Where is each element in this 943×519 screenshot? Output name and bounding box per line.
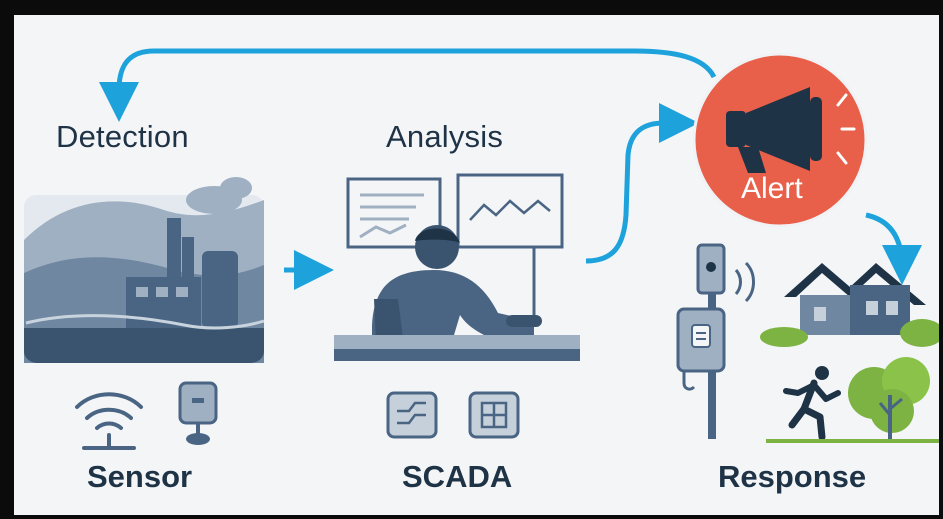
analysis-title: Analysis [386,119,504,154]
alert-to-response-arrow-icon [865,212,922,285]
scada-label: SCADA [402,459,513,494]
megaphone-icon [726,87,856,173]
operator-workstation-icon [334,173,580,361]
chart-panel-icon [386,391,438,439]
feedback-arrow-icon [99,48,717,122]
grid-panel-icon [468,391,520,439]
sensor-label: Sensor [87,459,193,494]
wifi-sensor-icon [75,392,143,450]
sensor-box-icon [178,381,218,445]
running-person-icon [783,366,841,441]
alert-label: Alert [741,172,803,205]
factory-scene-icon [24,177,265,363]
detection-title: Detection [56,119,189,154]
pole-sensor-icon [676,243,755,439]
house-icon [760,263,939,347]
diagram-canvas: Detection Analysis Alert Sensor SCADA Re… [14,15,939,515]
diagram-graphics [24,48,939,450]
response-label: Response [718,459,867,494]
analysis-to-alert-arrow-icon [585,103,699,264]
tree-icon [848,357,930,440]
